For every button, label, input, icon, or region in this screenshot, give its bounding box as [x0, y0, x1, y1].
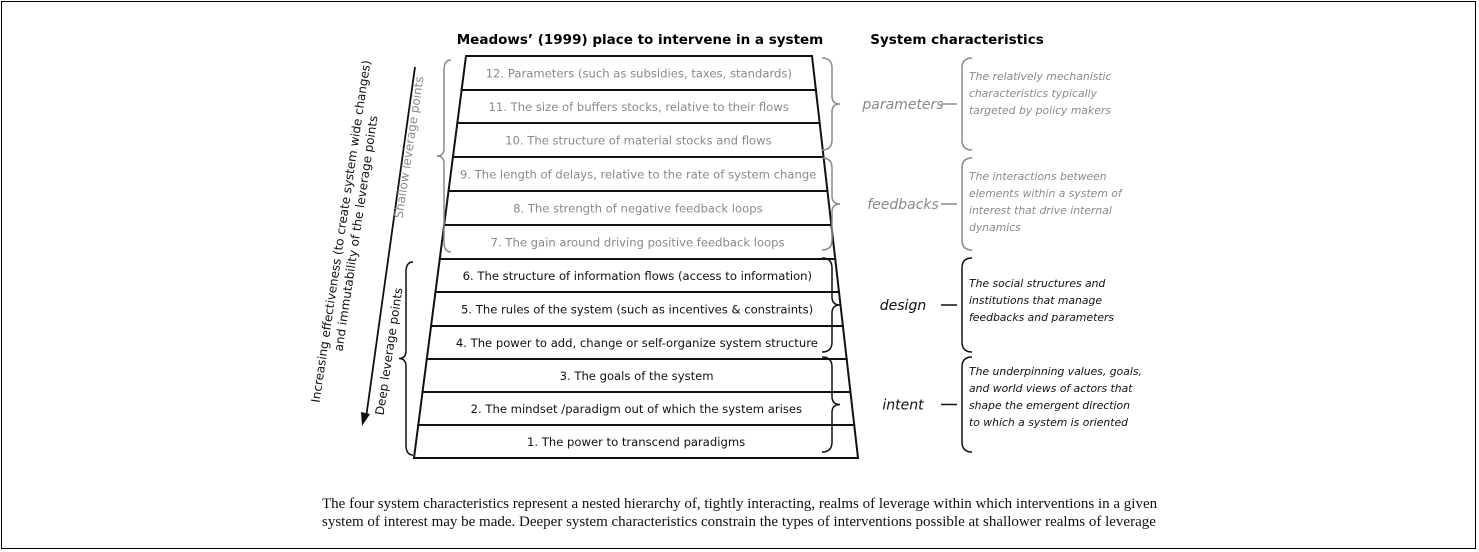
characteristic-description: The interactions between: [969, 170, 1107, 183]
characteristic-brace: [821, 57, 841, 151]
characteristic-description: institutions that manage: [969, 294, 1102, 307]
characteristic-description: to which a system is oriented: [969, 416, 1128, 429]
characteristic-name: parameters: [861, 97, 943, 113]
leverage-point-label: 6. The structure of information flows (a…: [463, 269, 812, 283]
leverage-point-label: 2. The mindset /paradigm out of which th…: [471, 402, 802, 416]
leverage-point-label: 4. The power to add, change or self-orga…: [456, 336, 818, 350]
characteristic-name: design: [880, 298, 926, 314]
deep-points-label: Deep leverage points: [373, 287, 406, 416]
shallow-points-label: Shallow leverage points: [392, 75, 427, 219]
characteristic-description: dynamics: [969, 221, 1021, 234]
characteristic-brace: [821, 157, 841, 251]
description-bracket: [961, 257, 973, 353]
description-bracket: [961, 57, 973, 151]
leverage-point-label: 7. The gain around driving positive feed…: [491, 236, 785, 250]
figure-caption: The four system characteristics represen…: [322, 496, 1158, 530]
leverage-point-label: 9. The length of delays, relative to the…: [460, 168, 816, 182]
leverage-point-label: 11. The size of buffers stocks, relative…: [488, 100, 788, 114]
pyramid: 12. Parameters (such as subsidies, taxes…: [412, 55, 860, 459]
characteristic-name: intent: [882, 398, 924, 414]
leverage-point-label: 3. The goals of the system: [560, 369, 714, 383]
left-header: Meadows’ (1999) place to intervene in a …: [457, 32, 824, 48]
leverage-point-label: 8. The strength of negative feedback loo…: [513, 202, 763, 216]
leverage-point-label: 12. Parameters (such as subsidies, taxes…: [486, 67, 792, 81]
leverage-point-label: 1. The power to transcend paradigms: [527, 435, 745, 449]
characteristic-name: feedbacks: [867, 197, 939, 213]
characteristic-description: The social structures and: [969, 277, 1105, 290]
description-bracket: [961, 157, 973, 251]
characteristic-description: characteristics typically: [969, 87, 1098, 100]
deep-brace: [398, 261, 414, 456]
characteristic-description: The underpinning values, goals,: [969, 365, 1142, 378]
description-bracket: [961, 356, 973, 453]
characteristic-description: feedbacks and parameters: [969, 311, 1114, 324]
characteristic-description: elements within a system of: [969, 187, 1124, 200]
characteristics: parameters The relatively mechanistic char…: [821, 57, 1142, 453]
leverage-point-label: 5. The rules of the system (such as ince…: [461, 303, 813, 317]
right-header: System characteristics: [870, 32, 1043, 48]
arrow-head-icon: [361, 412, 370, 426]
characteristic-description: The relatively mechanistic: [969, 70, 1112, 83]
pyramid-row-1: [412, 424, 860, 459]
effectiveness-arrow: [365, 66, 416, 419]
characteristic-description: targeted by policy makers: [969, 104, 1111, 117]
characteristic-description: and world views of actors that: [969, 382, 1133, 395]
shallow-brace: [436, 59, 452, 253]
characteristic-description: shape the emergent direction: [969, 399, 1130, 412]
characteristic-description: interest that drive internal: [969, 204, 1112, 217]
characteristic-brace: [821, 356, 841, 453]
leverage-point-label: 10. The structure of material stocks and…: [505, 134, 772, 148]
characteristic-brace: [821, 257, 841, 353]
